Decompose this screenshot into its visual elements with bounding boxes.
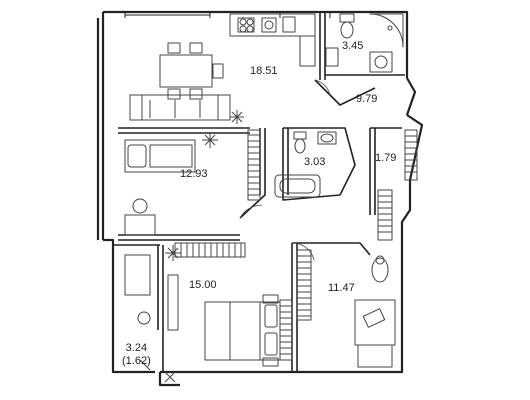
room-area-value: 3.03 <box>304 156 326 168</box>
balcony-furniture <box>124 254 151 371</box>
room-area-value: 3.45 <box>342 40 364 52</box>
room-area-corridor: 1.79 <box>375 152 396 165</box>
room-area-hall: 9.79 <box>356 93 377 106</box>
room-area-value: 11.47 <box>328 282 355 294</box>
room-area-kitchen-living: 18.51 <box>250 65 278 78</box>
room-area-value: 18.51 <box>250 65 278 77</box>
room-area-value: 15.00 <box>189 279 217 291</box>
room-area-bathroom-2: 3.03 <box>304 156 325 169</box>
bathroom1-fixtures <box>325 13 404 73</box>
room-area-value: 9.79 <box>356 93 378 105</box>
room-area-balcony: 3.24 (1.62) <box>122 342 151 368</box>
room-area-bedroom-3: 11.47 <box>328 282 355 295</box>
bedroom1-furniture <box>124 132 218 236</box>
bedroom3-furniture <box>354 255 396 368</box>
bathroom2-fixtures <box>274 131 337 198</box>
room-area-reduced-value: (1.62) <box>122 355 151 367</box>
wardrobes <box>174 129 418 361</box>
room-area-bedroom-2: 15.00 <box>189 279 217 292</box>
top-windows <box>124 12 331 18</box>
room-area-value: 1.79 <box>375 152 397 164</box>
room-area-bathroom-1: 3.45 <box>342 40 363 53</box>
kitchen-furniture <box>129 13 316 124</box>
bedroom2-furniture <box>164 245 281 383</box>
door-swings <box>239 79 331 261</box>
room-area-value: 12.93 <box>180 168 208 180</box>
room-area-value: 3.24 <box>125 342 148 354</box>
outer-walls <box>96 10 424 387</box>
room-area-bedroom-1: 12.93 <box>180 168 208 181</box>
